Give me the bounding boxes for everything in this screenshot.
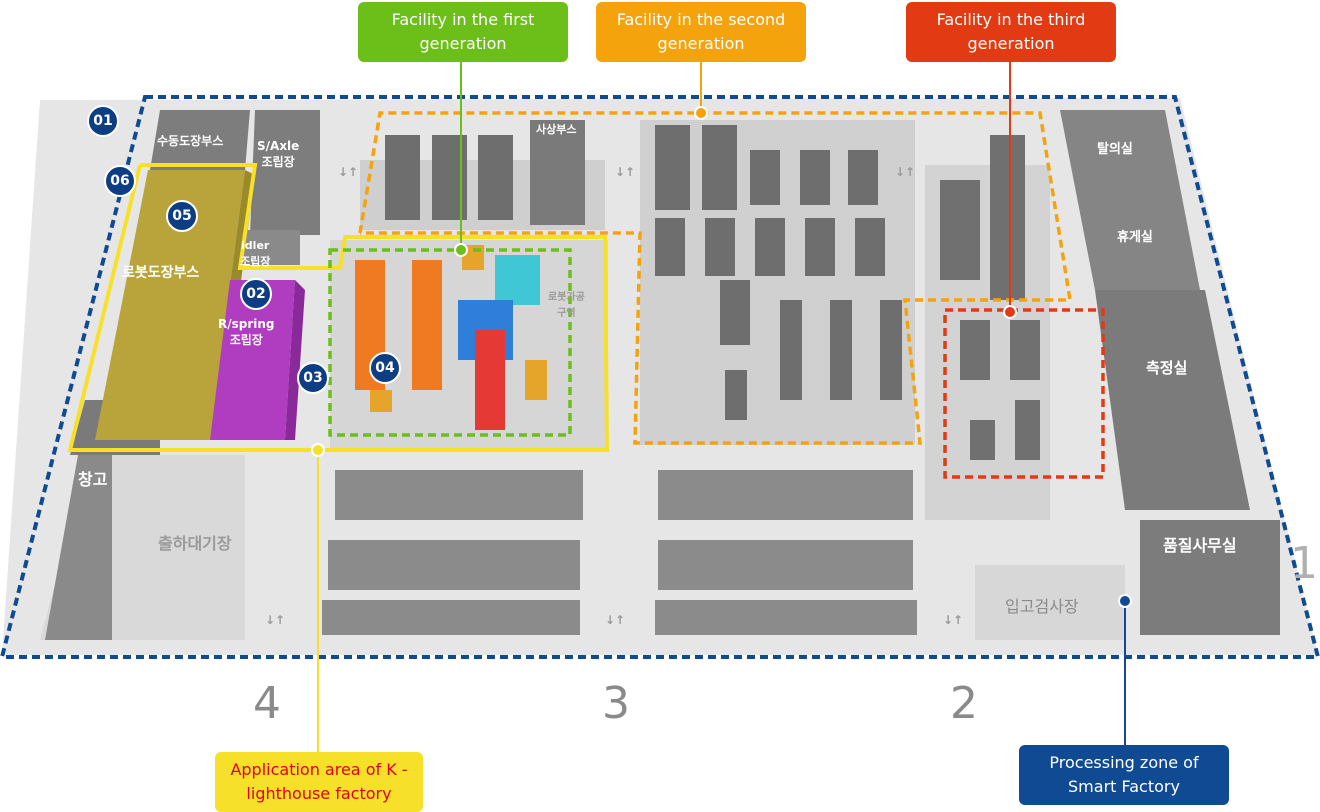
first-gen-line2: generation	[419, 34, 507, 53]
zone-number-3: 3	[602, 678, 630, 729]
r-spring-booth	[210, 280, 295, 440]
robot-paint-booth	[95, 170, 245, 440]
k-lighthouse-outline	[67, 163, 610, 452]
sasang-booth	[530, 120, 585, 225]
storage-shelves	[322, 470, 917, 635]
robot-arm-1	[370, 390, 392, 412]
smart-factory-line2: Smart Factory	[1068, 777, 1180, 796]
r-spring-label: R/spring 조립장	[218, 317, 275, 347]
quality-office-label: 품질사무실	[1163, 536, 1237, 555]
measure-room-label: 측정실	[1146, 359, 1188, 377]
arrow-marker-5: ↓↑	[605, 613, 626, 627]
first-gen-callout: Facility in the first generation	[358, 2, 568, 62]
robot-arm-2	[525, 360, 547, 400]
zone-number-2: 2	[950, 678, 978, 729]
third-gen-line2: generation	[967, 34, 1055, 53]
badge-01: 01	[87, 105, 119, 137]
third-gen-line1: Facility in the third	[936, 10, 1086, 29]
smart-factory-callout: Processing zone of Smart Factory	[1019, 745, 1229, 805]
second-gen-outline	[358, 111, 1073, 445]
robot-paint-label: 로봇도장부스	[122, 265, 200, 281]
k-lighthouse-line2: lighthouse factory	[246, 784, 392, 803]
third-gen-outline	[943, 308, 1105, 479]
third-gen-dot	[1003, 305, 1017, 319]
r-spring-booth-side	[285, 280, 305, 440]
storage-label: 창고	[78, 470, 108, 489]
second-gen-line2: generation	[657, 34, 745, 53]
zone-number-1: 1	[1290, 538, 1318, 589]
arrow-marker-2: ↓↑	[615, 165, 636, 179]
changing-room-label: 탈의실	[1097, 142, 1133, 157]
right-machines	[940, 135, 1040, 460]
robot-machining-label: 로봇가공 구역	[548, 292, 585, 319]
s-axle-label: S/Axle 조립장	[257, 139, 300, 169]
k-area-dot	[311, 443, 325, 457]
shipping-label: 출하대기장	[158, 534, 232, 553]
badge-02: 02	[240, 278, 272, 310]
badge-05: 05	[166, 200, 198, 232]
changing-room	[1060, 110, 1200, 290]
second-gen-callout: Facility in the second generation	[596, 2, 806, 62]
manual-paint-booth	[150, 110, 250, 170]
arrow-marker-1: ↓↑	[338, 165, 359, 179]
lounge-label: 휴게실	[1117, 230, 1153, 245]
cyan-machine	[495, 255, 540, 305]
s-axle-booth	[250, 110, 320, 235]
middle-machines	[655, 125, 902, 420]
first-gen-line1: Facility in the first	[391, 10, 535, 29]
measure-room	[1095, 290, 1250, 510]
zone-number-4: 4	[253, 678, 281, 729]
smart-factory-dot	[1118, 594, 1132, 608]
idler-booth	[240, 230, 300, 265]
k-lighthouse-callout: Application area of K - lighthouse facto…	[215, 752, 423, 812]
first-row-machines	[385, 135, 513, 220]
second-gen-dot	[694, 106, 708, 120]
first-gen-outline	[328, 248, 572, 437]
arrow-marker-3: ↓↑	[895, 165, 916, 179]
badge-06: 06	[104, 165, 136, 197]
third-gen-callout: Facility in the third generation	[906, 2, 1116, 62]
badge-03: 03	[297, 362, 329, 394]
storage-block	[45, 455, 112, 640]
incoming-inspection-label: 입고검사장	[1005, 597, 1079, 616]
quality-office	[1140, 520, 1280, 635]
incoming-inspection-area	[975, 565, 1125, 640]
smart-factory-line1: Processing zone of	[1049, 753, 1199, 772]
k-lighthouse-line1: Application area of K -	[230, 760, 408, 779]
sasang-label: 사상부스	[536, 123, 577, 136]
idler-label: idler 조립장	[240, 239, 271, 268]
red-machine	[475, 330, 505, 430]
arrow-marker-4: ↓↑	[265, 613, 286, 627]
first-gen-dot	[454, 243, 468, 257]
badge-04: 04	[369, 352, 401, 384]
second-gen-line1: Facility in the second	[616, 10, 786, 29]
arrow-marker-6: ↓↑	[943, 613, 964, 627]
manual-paint-label: 수동도장부스	[157, 134, 224, 148]
